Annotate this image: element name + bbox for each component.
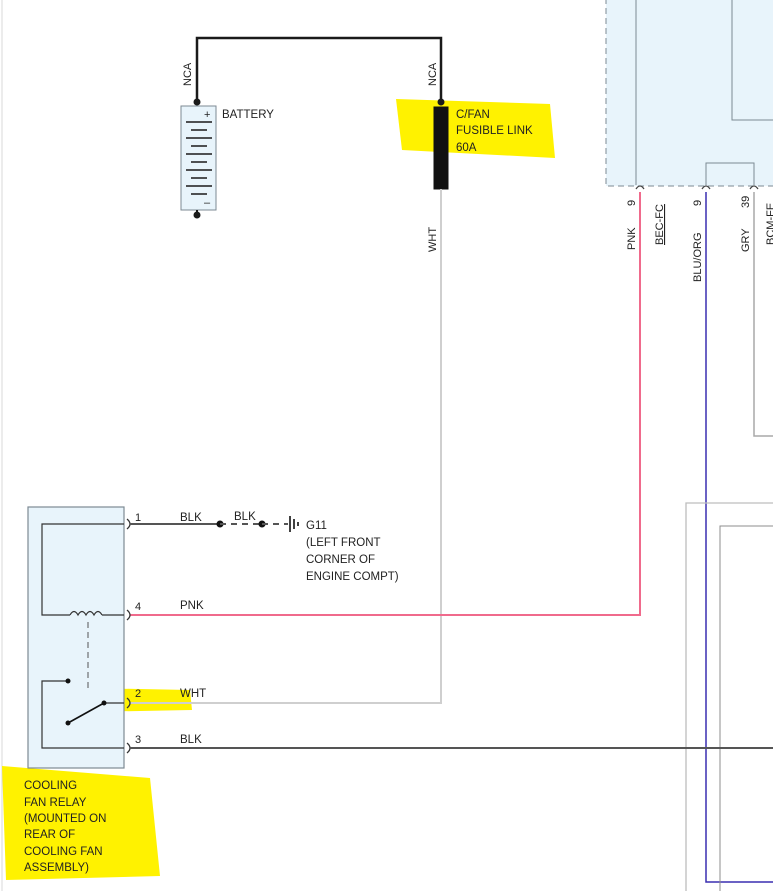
- module-pin-wire-3: GRY: [740, 228, 752, 252]
- ground-location-line1: (LEFT FRONT: [306, 537, 381, 549]
- ground-location-line2: CORNER OF: [306, 554, 375, 566]
- wire-pink: [130, 192, 641, 616]
- relay-pin-wire-4: PNK: [180, 600, 204, 612]
- ground-id: G11: [306, 520, 327, 532]
- module-box: [605, 0, 773, 187]
- relay-switch-nc-contact: [65, 720, 71, 726]
- battery-wire-code: NCA: [182, 62, 194, 86]
- fuse-label-line3: 60A: [456, 142, 477, 154]
- module-pin-bec-fc-connector: [635, 185, 645, 190]
- relay-switch-arm-icon: [67, 702, 105, 724]
- relay-label-line2: FAN RELAY: [24, 797, 87, 809]
- module-inner-box: [731, 0, 773, 121]
- relay-pin-number-4: 4: [135, 601, 141, 613]
- module-pin-circuit-3: BCM-FE: [765, 203, 773, 245]
- battery-terminal-dot: [193, 98, 201, 106]
- relay-pin2-connector: [126, 697, 131, 709]
- relay-pin-wire-3: BLK: [180, 734, 202, 746]
- module-pin-number-2: 9: [692, 200, 704, 206]
- fuse-terminal-dot: [437, 98, 445, 106]
- relay-label-line5: COOLING FAN: [24, 846, 103, 858]
- relay-pin-wire-1: BLK: [180, 512, 202, 524]
- relay-pin-number-3: 3: [135, 734, 141, 746]
- relay-coil-circuit: [41, 523, 124, 616]
- relay-label-line4: REAR OF: [24, 829, 75, 841]
- wire-gry: [753, 192, 773, 437]
- relay-pin1-connector: [126, 518, 131, 530]
- module-pin-number-3: 39: [740, 196, 752, 208]
- fuse-label-line2: FUSIBLE LINK: [456, 125, 533, 137]
- highlight-relay-label: [2, 766, 160, 880]
- relay-pin4-connector: [126, 609, 131, 621]
- relay-coil-icon: [69, 610, 103, 617]
- ground-icon: [289, 516, 299, 532]
- module-pin-number-1: 9: [626, 200, 638, 206]
- module-pin-wire-2: BLU/ORG: [692, 232, 704, 282]
- relay-label-line1: COOLING: [24, 780, 77, 792]
- relay-switch-contact: [65, 678, 71, 684]
- battery-ground-dot: [193, 211, 201, 219]
- wire-white: [130, 189, 442, 704]
- fuse-label-line1: C/FAN: [456, 109, 490, 121]
- relay-label-line6: ASSEMBLY): [24, 862, 89, 874]
- ground-location-line3: ENGINE COMPT): [306, 571, 399, 583]
- wire-blu-org: [705, 192, 773, 883]
- relay-label-line3: (MOUNTED ON: [24, 813, 106, 825]
- battery-cells: [186, 121, 212, 195]
- battery-icon: [180, 105, 217, 211]
- cooling-fan-relay: [27, 506, 125, 769]
- module-inner-link: [705, 162, 755, 185]
- battery-plus: +: [204, 109, 210, 121]
- wire-battery-to-fuse: [195, 36, 443, 102]
- module-pin-gry-connector: [749, 185, 759, 190]
- lower-right-inner-box: [719, 525, 773, 891]
- relay-pin-wire-2: WHT: [180, 688, 206, 700]
- ground-splice-wire: BLK: [234, 511, 256, 523]
- fuse-wire-code-top: NCA: [427, 62, 439, 86]
- relay-pin3-connector: [126, 742, 131, 754]
- battery-label: BATTERY: [222, 109, 274, 121]
- module-pin-blu-org-connector: [701, 185, 711, 190]
- lower-right-outer-box: [685, 502, 773, 891]
- relay-switch-circuit: [41, 680, 124, 749]
- module-pin-circuit-1: BEC-FC: [654, 204, 666, 245]
- fuse-wire-code-bottom: WHT: [427, 227, 439, 252]
- battery-minus: –: [204, 197, 211, 209]
- module-pin-wire-1: PNK: [626, 227, 638, 250]
- relay-pin-number-1: 1: [135, 512, 141, 524]
- fusible-link-icon: [433, 106, 449, 190]
- relay-pin-number-2: 2: [135, 688, 141, 700]
